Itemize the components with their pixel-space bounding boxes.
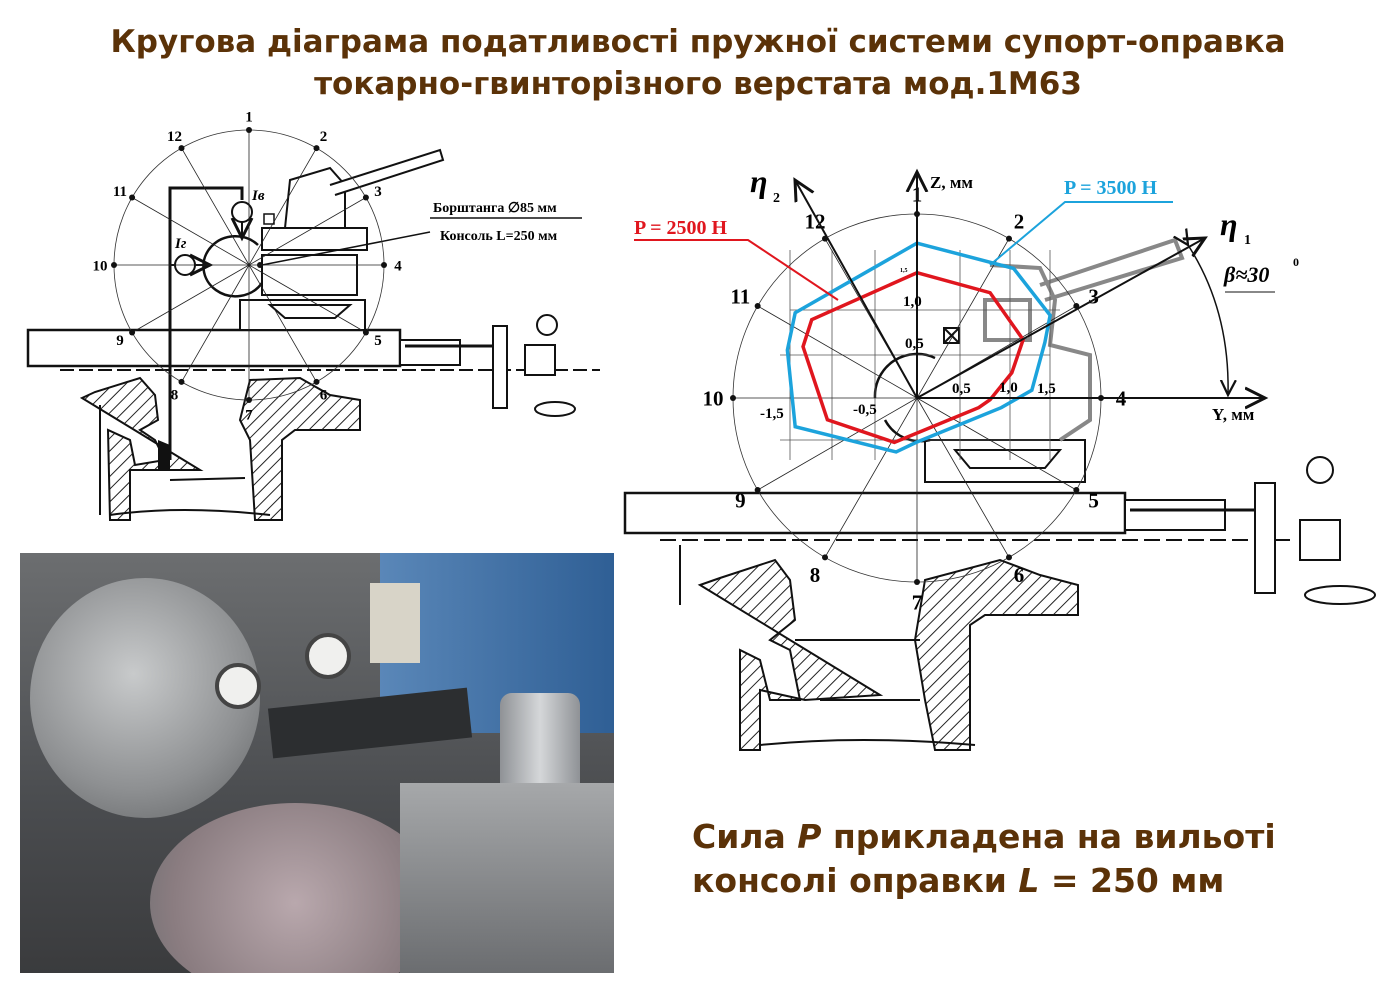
point-label-1: 1 [245,109,253,125]
scheme-ray [916,397,1077,491]
eta1-label: η [1220,206,1238,242]
point-label-10: 10 [93,258,108,274]
scheme-ray [757,305,918,399]
scheme-point [754,303,761,309]
tick-y-1-0: 1,0 [999,380,1018,396]
indicator-horizontal-label: Iг [174,236,187,252]
point-label-6: 6 [320,387,328,403]
scheme-ray [131,264,250,333]
scheme-point [754,487,761,493]
beta-label: β≈30 [1223,262,1269,287]
scheme-point [178,378,185,385]
lathe-photo [20,553,614,973]
scheme-point [111,262,117,268]
point-label-3: 3 [374,184,382,200]
scheme-ray [131,197,250,266]
eta2-subscript: 2 [773,191,780,206]
point-label-7: 7 [912,590,923,614]
point-label-3: 3 [1088,284,1099,308]
compliance-polygons [785,241,1052,454]
compliance-polygon-0 [801,271,1026,445]
point-label-4: 4 [394,258,402,274]
z-axis-label: Z, мм [930,173,973,192]
left-lathe-drawing [26,148,600,521]
caption-line2-post: = 250 мм [1039,861,1225,900]
tick-y-neg-0-5: -0,5 [853,402,877,418]
tick-y-0-5: 0,5 [952,381,971,397]
scheme-point [362,194,369,201]
legend-p2500-leader [634,239,839,301]
caption-length-symbol: L [1018,861,1040,900]
boring-bar-label: Борштанга ∅85 мм [433,201,557,216]
caption-line2-pre: консолі оправки [692,861,1019,900]
caption-line1-pre: Сила [692,817,798,856]
scheme-point [1073,487,1080,493]
indicator-vertical-label: Iв [251,188,265,204]
beta-arc [1188,245,1228,395]
slide-title-line2: токарно-гвинторізного верстата мод.1М63 [314,66,1082,102]
point-label-11: 11 [113,184,127,200]
scheme-ray [916,238,1010,399]
right-lathe-drawing [623,237,1376,751]
scheme-point [178,145,185,152]
scheme-ray [757,397,918,491]
point-label-2: 2 [1014,210,1025,234]
legend-p3500: P = 3500 Н [1064,177,1158,199]
scheme-point [1006,235,1012,242]
tick-z-1-5: 1,5 [900,268,908,274]
point-label-8: 8 [810,563,821,587]
eta2-label: η [750,163,768,199]
slide-title-line1: Кругова діаграма податливості пружної си… [110,24,1286,60]
scheme-ray [248,264,367,333]
legend-p2500: P = 2500 Н [634,217,728,239]
point-label-6: 6 [1014,563,1025,587]
scheme-point [313,145,320,152]
scheme-ray [248,147,317,266]
scheme-point [1006,554,1012,561]
console-label: Консоль L=250 мм [440,229,558,244]
point-label-12: 12 [805,210,826,234]
scheme-point [129,329,136,336]
scheme-ray [181,147,250,266]
scheme-point [730,395,736,401]
caption: Сила P прикладена на вильоті консолі опр… [692,815,1276,903]
point-label-9: 9 [116,333,124,349]
eta1-axis [916,238,1205,399]
scheme-point [246,127,252,133]
point-label-12: 12 [167,129,182,145]
eta2-axis [795,180,918,399]
point-label-2: 2 [320,129,328,145]
point-label-9: 9 [735,488,746,512]
scheme-point [362,329,369,336]
point-label-10: 10 [703,386,724,410]
scheme-point [246,397,252,403]
scheme-point [381,262,387,268]
tick-z-1-0: 1,0 [903,294,922,310]
scheme-point [129,194,136,201]
point-label-11: 11 [730,284,750,308]
point-label-8: 8 [171,387,179,403]
scheme-ray [916,397,1010,558]
scheme-ray [181,264,250,383]
scheme-ray [824,397,918,558]
scheme-ray [248,197,367,266]
scheme-point [914,579,920,585]
scheme-ray [248,264,317,383]
point-label-7: 7 [245,407,253,423]
eta1-subscript: 1 [1244,233,1251,248]
caption-line1-post: прикладена на вильоті [821,817,1276,856]
point-label-5: 5 [1088,488,1099,512]
scheme-point [822,554,828,561]
compliance-polygon-1 [785,241,1052,454]
legend-p3500-leader [989,201,1173,266]
tick-y-neg-1-5: -1,5 [760,406,784,422]
tick-y-1-5: 1,5 [1037,381,1056,397]
point-label-5: 5 [374,333,382,349]
tick-z-0-5: 0,5 [905,336,924,352]
beta-degree: 0 [1293,255,1299,269]
caption-force-symbol: P [797,817,822,856]
scheme-point [313,378,320,385]
y-axis-label: Y, мм [1212,405,1255,424]
